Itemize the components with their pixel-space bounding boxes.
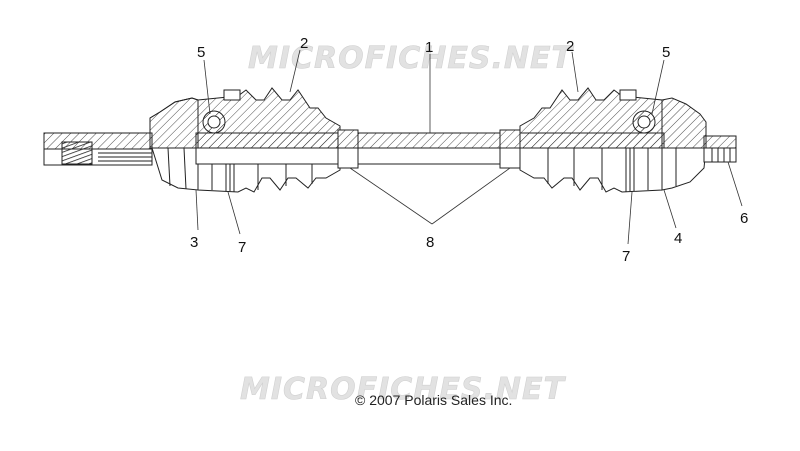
callout-2-left: 2 <box>300 35 308 52</box>
callout-8: 8 <box>426 234 434 251</box>
callout-4: 4 <box>674 230 682 247</box>
watermark-bottom: MICROFICHES.NET <box>240 372 567 407</box>
callout-3: 3 <box>190 234 198 251</box>
right-stub-shaft <box>703 135 737 163</box>
right-cv-housing <box>661 97 707 191</box>
watermark-top: MICROFICHES.NET <box>248 41 575 76</box>
callout-1: 1 <box>425 39 433 56</box>
callout-2-right: 2 <box>566 38 574 55</box>
right-boot <box>519 87 663 193</box>
callout-7-right: 7 <box>622 248 630 265</box>
left-cv-housing <box>149 97 199 191</box>
callout-5-right: 5 <box>662 44 670 61</box>
copyright-text: © 2007 Polaris Sales Inc. <box>355 392 512 408</box>
left-stub-shaft <box>43 132 153 166</box>
callout-6: 6 <box>740 210 748 227</box>
callout-7-left: 7 <box>238 239 246 256</box>
shaft-drawing <box>43 87 737 193</box>
leader-lines <box>195 49 743 245</box>
callout-5-left: 5 <box>197 44 205 61</box>
